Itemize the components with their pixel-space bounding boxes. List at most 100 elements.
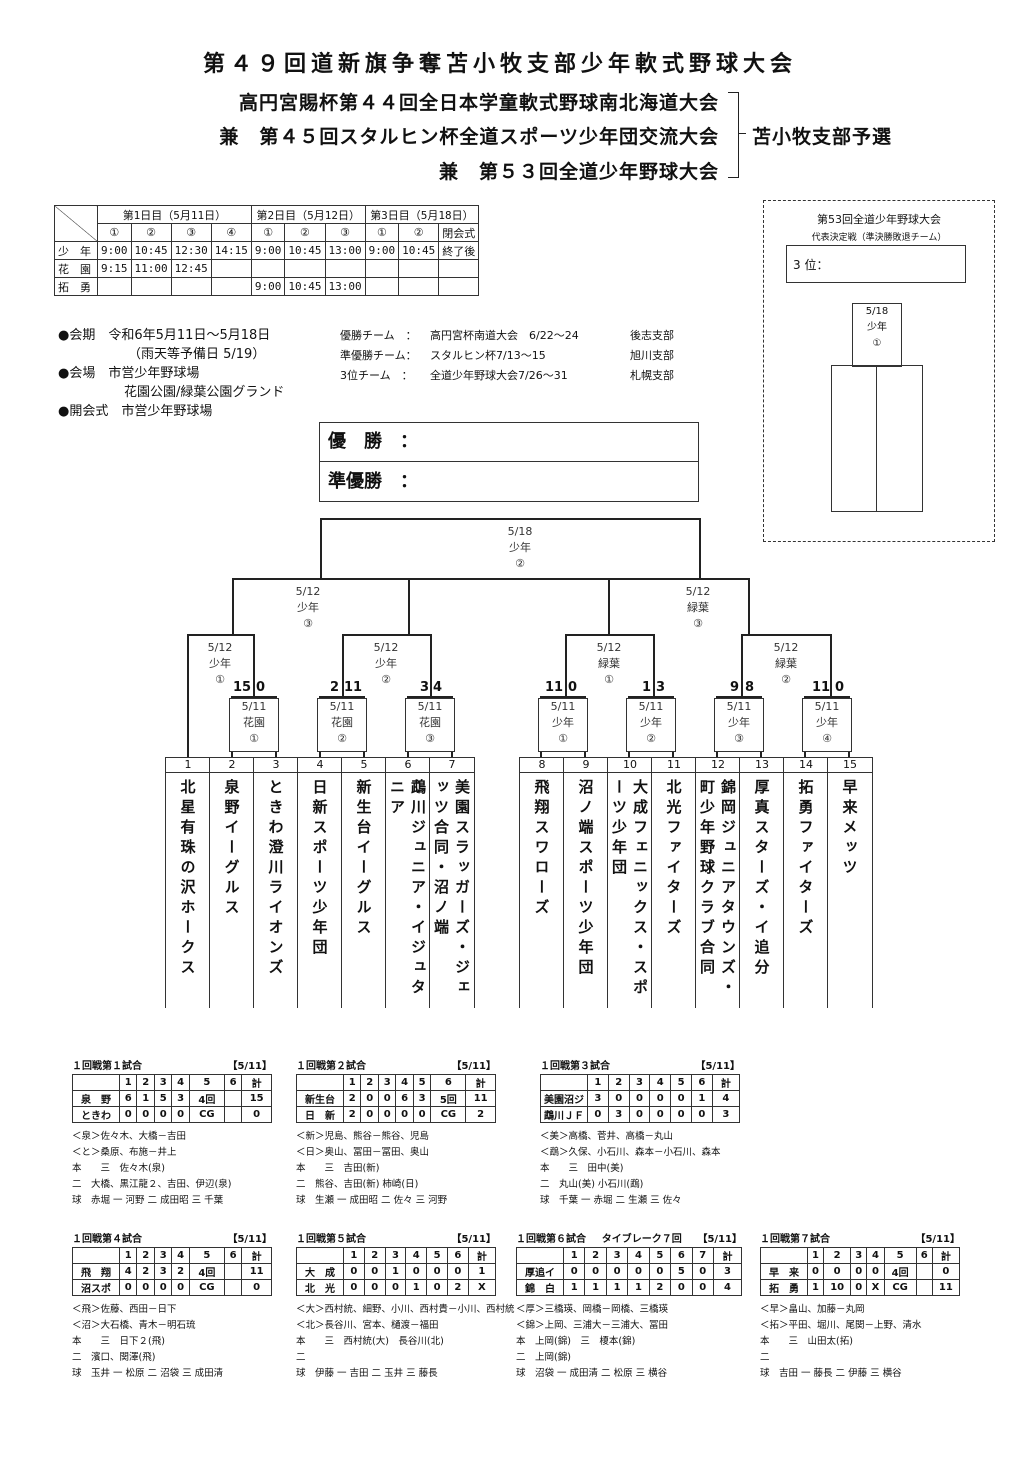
score-cell: 日 新 [296, 1106, 344, 1123]
score-cell: 0 [691, 1263, 714, 1280]
game-note: ＜飛＞佐藤、西田－日下 [72, 1304, 177, 1315]
schedule-row-label: 少 年 [54, 241, 98, 260]
team-number: 9 [564, 758, 608, 773]
schedule-cell: 12:30 [170, 241, 212, 260]
inning-header: 6 [446, 1247, 469, 1264]
inning-header: 4 [649, 1074, 672, 1091]
inning-header: 3 [628, 1074, 651, 1091]
score-cell [223, 1279, 243, 1296]
bracket-line [741, 634, 743, 696]
schedule-cell: 9:15 [97, 259, 132, 278]
inning-header: 4 [627, 1247, 650, 1264]
score-cell: 鵡川ＪＦ [540, 1106, 588, 1123]
schedule-slot: ② [398, 223, 440, 242]
score-cell: 3 [607, 1106, 630, 1123]
score-cell: 1 [467, 1263, 497, 1280]
score-cell: 2 [342, 1106, 362, 1123]
score-cell: 0 [395, 1106, 414, 1123]
schedule-day-2: 第2日目（5月12日） [250, 205, 366, 224]
schedule-cell: 10:45 [284, 277, 326, 296]
inning-header: 1 [118, 1074, 138, 1091]
score-cell: 錦 白 [516, 1279, 564, 1296]
inning-header: 2 [136, 1074, 155, 1091]
inning-header: 1 [587, 1074, 609, 1091]
game-note: ＜新＞児島、熊谷－熊谷、児島 [296, 1131, 430, 1142]
schedule-slot: ② [130, 223, 172, 242]
score-cell: 飛 翔 [72, 1263, 120, 1280]
period-label: ●会期 [58, 328, 96, 343]
score-cell: CG [430, 1106, 467, 1123]
runnerup-field[interactable]: 準優勝 ： [328, 471, 418, 492]
final-bar [320, 518, 700, 520]
bracket-score: 2 [330, 680, 340, 695]
team-13: 13 厚真スターズ・イ追分 [739, 757, 784, 1008]
score-cell: 0 [584, 1263, 607, 1280]
score-cell: 2 [648, 1279, 672, 1296]
inning-header: 計 [931, 1247, 961, 1264]
third-place-field[interactable]: 3 位： [786, 245, 966, 283]
champion-field[interactable]: 優 勝 ： [320, 423, 698, 462]
score-cell: 4回 [188, 1090, 225, 1107]
game-date: 【5/11】 [915, 1234, 960, 1245]
score-cell: 0 [670, 1106, 692, 1123]
score-cell: 0 [241, 1106, 272, 1123]
game-title: １回戦第４試合 [72, 1234, 142, 1245]
team-name: 厚真スターズ・イ追分 [752, 779, 771, 979]
game-note: ＜錦＞上岡、三浦大－三浦大、冨田 [516, 1320, 669, 1331]
score-cell: 早 来 [760, 1263, 808, 1280]
schedule-cell [324, 259, 366, 278]
team-name: 大成フェニックス・スポーツ少年団 [610, 779, 649, 999]
score-cell: 0 [627, 1263, 650, 1280]
score-cell: 泉 野 [72, 1090, 120, 1107]
team-number: 2 [210, 758, 254, 773]
schedule-slot: ④ [210, 223, 252, 242]
bracket-line [830, 634, 832, 696]
team-name: 鵡川ジュニア・イジュタニア [388, 779, 427, 999]
score-cell: 0 [171, 1106, 190, 1123]
score-cell: 2 [465, 1106, 496, 1123]
game-note: ＜拓＞平田、堀川、尾関－上野、清水 [760, 1320, 922, 1331]
score-cell: 0 [426, 1279, 448, 1296]
score-cell: X [866, 1279, 885, 1296]
team-number: 7 [430, 758, 474, 773]
game-tiebreak: タイブレーク７回 [601, 1234, 682, 1245]
score-cell: ときわ [72, 1106, 120, 1123]
game-note: 本 三 西村統(大) 長谷川(北) [296, 1336, 444, 1347]
score-cell: CG [188, 1106, 225, 1123]
score-cell: 0 [241, 1279, 272, 1296]
schedule-cell [364, 277, 400, 296]
schedule-day-3: 第3日目（5月18日） [364, 205, 480, 224]
bracket-line [653, 634, 655, 696]
score-cell: X [467, 1279, 497, 1296]
team-number: 13 [740, 758, 784, 773]
schedule-cell: 13:00 [324, 277, 366, 296]
bracket-score: 3 [420, 680, 430, 695]
bracket-line [253, 634, 255, 696]
score-cell: 2 [342, 1090, 362, 1107]
schedule-cell [398, 277, 440, 296]
inning-header: 5 [648, 1247, 672, 1264]
score-cell: 0 [850, 1279, 868, 1296]
inning-header: 計 [241, 1074, 272, 1091]
team-name: 拓勇ファイターズ [796, 779, 815, 939]
team-number: 15 [828, 758, 872, 773]
score-cell: 0 [118, 1106, 138, 1123]
inning-header: 2 [363, 1247, 386, 1264]
